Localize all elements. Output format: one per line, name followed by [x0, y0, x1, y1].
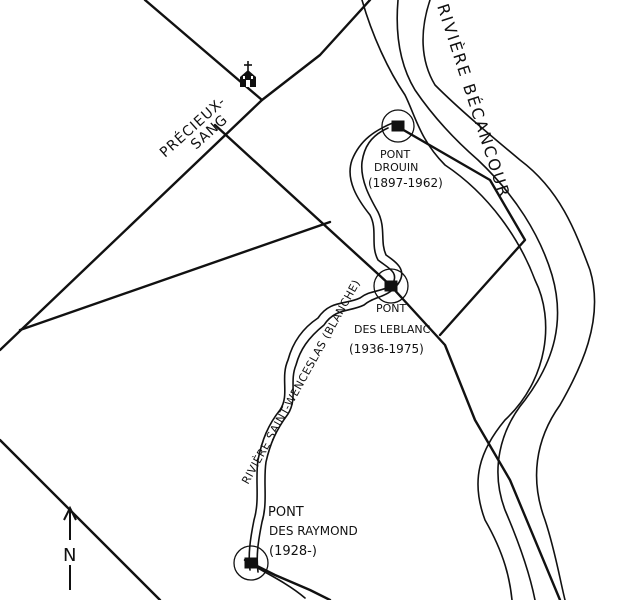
- road-precieux-sang-main: [0, 0, 372, 352]
- label-pont-drouin-line2: DROUIN: [374, 161, 418, 174]
- becancour-west-bank: [361, 0, 547, 600]
- bridges: [233, 109, 415, 581]
- north-arrow-icon: N: [63, 505, 77, 590]
- bridge-leblanc-circle: [373, 268, 409, 304]
- wenceslas-bank-a: [248, 121, 396, 571]
- becancour-east-bank: [422, 0, 596, 600]
- bridge-raymond: [233, 545, 269, 581]
- bridge-marker-icon: [384, 280, 398, 292]
- label-pont-leblanc-line2: DES LEBLANC: [354, 323, 431, 336]
- label-pont-raymond-line1: PONT: [268, 505, 304, 520]
- wenceslas-south-exit: [253, 565, 306, 599]
- north-arrow-label: N: [63, 545, 76, 566]
- riviere-saint-wenceslas: [248, 121, 403, 599]
- label-pont-leblanc-years: (1936-1975): [349, 342, 424, 356]
- road-southeast-diagonal: [213, 123, 562, 600]
- bridge-leblanc: [373, 268, 409, 304]
- bridge-drouin: [381, 109, 415, 143]
- label-pont-drouin-years: (1897-1962): [368, 176, 443, 190]
- label-pont-drouin-line1: PONT: [380, 148, 411, 161]
- label-pont-raymond-years: (1928-): [269, 544, 317, 559]
- road-south-curve: [243, 558, 332, 600]
- road-west-parallel: [18, 220, 332, 332]
- label-pont-raymond-line2: DES RAYMOND: [269, 524, 358, 538]
- bridge-marker-icon: [244, 557, 258, 569]
- riviere-becancour: [361, 0, 596, 600]
- bridge-drouin-circle: [381, 109, 415, 143]
- bridge-raymond-circle: [233, 545, 269, 581]
- label-pont-leblanc-line1: PONT: [376, 302, 407, 315]
- becancour-inner-channel: [396, 0, 559, 600]
- roads: [0, 0, 562, 600]
- bridge-marker-icon: [391, 120, 405, 132]
- road-drouin-connector: [398, 126, 527, 337]
- wenceslas-bank-b: [256, 127, 403, 573]
- road-southwest-diagonal: [0, 438, 162, 600]
- label-riviere-saint-wenceslas: RIVIÈRE SAINT-WENCESLAS (BLANCHE): [239, 277, 363, 486]
- church-icon: [240, 61, 256, 87]
